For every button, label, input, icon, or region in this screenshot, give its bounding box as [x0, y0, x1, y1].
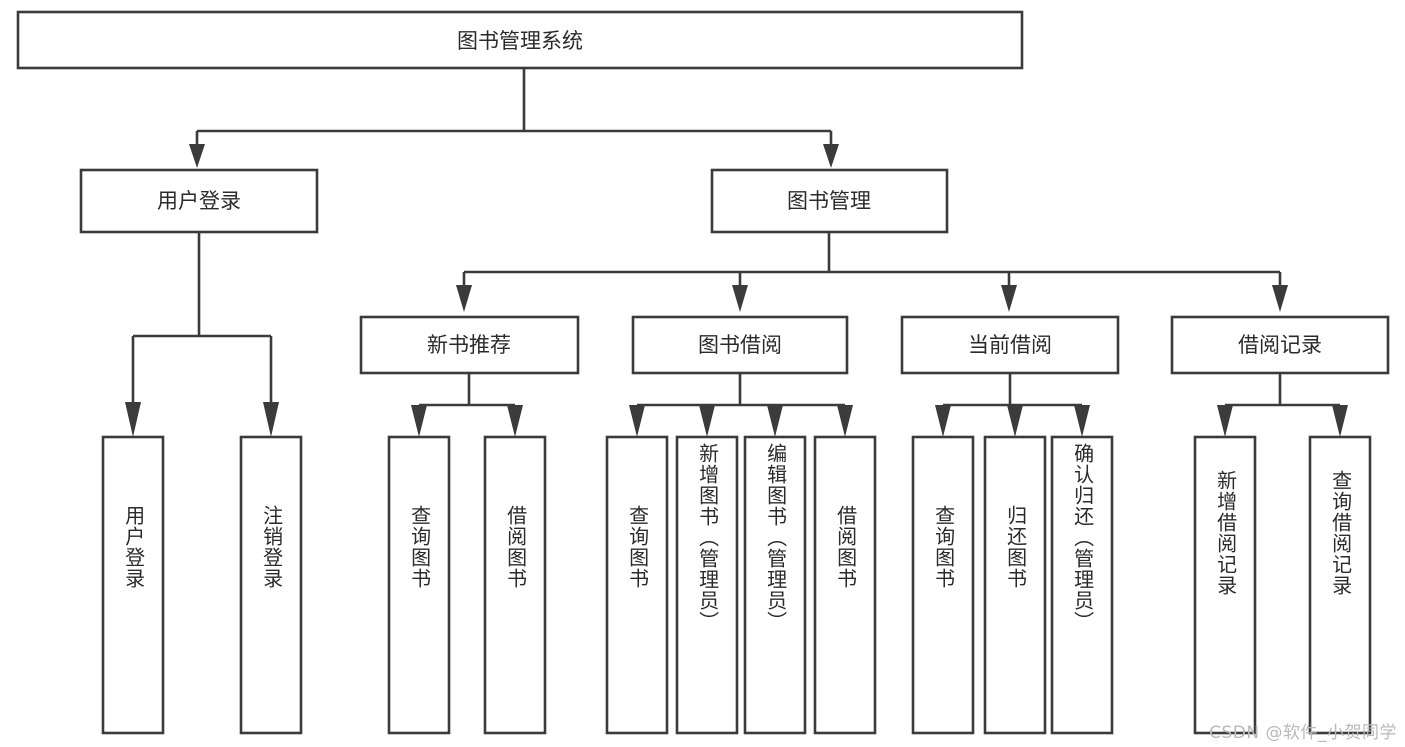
leaf-box-cb-confirm-return[interactable] — [1050, 435, 1114, 735]
leaf-box-cb-query-book[interactable] — [911, 435, 975, 735]
leaf-box-bb-borrow-book[interactable] — [813, 435, 877, 735]
leaf-box-cb-return-book[interactable] — [983, 435, 1047, 735]
user-login-label: 用户登录 — [157, 189, 241, 213]
leaf-box-br-query-record[interactable] — [1308, 435, 1372, 735]
current-borrow-box[interactable] — [900, 315, 1120, 375]
arrow-to-book-mgmt — [823, 144, 839, 168]
new-book-recommend-label: 新书推荐 — [427, 333, 511, 357]
arrow-to-user-login — [189, 144, 205, 168]
node-borrow-record[interactable]: 借阅记录 — [1170, 315, 1390, 375]
root-label: 图书管理系统 — [457, 29, 583, 53]
node-new-book-recommend[interactable]: 新书推荐 — [359, 315, 580, 375]
arrow-to-leaf-bb-4 — [837, 405, 853, 437]
arrow-to-new-book-recommend — [456, 285, 472, 312]
connector-book-borrow-to-leaves — [629, 373, 853, 437]
book-borrow-box[interactable] — [631, 315, 849, 375]
connector-new-book-recommend-to-leaves — [411, 373, 523, 437]
borrow-record-label: 借阅记录 — [1238, 333, 1322, 357]
leaf-box-bb-query-book[interactable] — [605, 435, 669, 735]
arrow-to-leaf-cb-1 — [935, 405, 951, 437]
leaf-box-bb-add-book[interactable] — [675, 435, 739, 735]
watermark-text: CSDN @软件_小贺同学 — [1209, 723, 1397, 743]
arrow-to-leaf-nbr-1 — [411, 405, 427, 437]
arrow-to-leaf-bb-1 — [629, 405, 645, 437]
connector-current-borrow-to-leaves — [935, 373, 1090, 437]
arrow-to-book-borrow — [732, 285, 748, 312]
connector-user-login-to-leaves — [125, 232, 279, 437]
root-box[interactable] — [16, 10, 1024, 70]
arrow-to-leaf-br-1 — [1217, 405, 1233, 437]
node-user-login[interactable]: 用户登录 — [79, 168, 319, 234]
arrow-to-leaf-user-login — [125, 402, 141, 437]
node-current-borrow[interactable]: 当前借阅 — [900, 315, 1120, 375]
new-book-recommend-box[interactable] — [359, 315, 580, 375]
leaf-box-br-add-record[interactable] — [1193, 435, 1257, 735]
arrow-to-leaf-cb-3 — [1074, 405, 1090, 437]
node-book-borrow[interactable]: 图书借阅 — [631, 315, 849, 375]
leaf-box-nbr-borrow-book[interactable] — [483, 435, 547, 735]
connector-borrow-record-to-leaves — [1217, 373, 1348, 437]
arrow-to-leaf-nbr-2 — [507, 405, 523, 437]
arrow-to-leaf-logout — [263, 402, 279, 437]
node-root[interactable]: 图书管理系统 — [16, 10, 1024, 70]
arrow-to-borrow-record — [1272, 285, 1288, 312]
leaf-box-user-login[interactable] — [101, 435, 165, 735]
connector-root-to-level2 — [189, 68, 839, 168]
book-management-box[interactable] — [710, 168, 949, 234]
arrow-to-leaf-bb-2 — [699, 405, 715, 437]
arrow-to-leaf-bb-3 — [767, 405, 783, 437]
current-borrow-label: 当前借阅 — [968, 333, 1052, 357]
leaf-box-nbr-query-book[interactable] — [387, 435, 451, 735]
book-management-label: 图书管理 — [787, 189, 871, 213]
leaf-box-bb-edit-book[interactable] — [743, 435, 807, 735]
borrow-record-box[interactable] — [1170, 315, 1390, 375]
leaf-box-logout[interactable] — [239, 435, 303, 735]
book-borrow-label: 图书借阅 — [698, 333, 782, 357]
arrow-to-leaf-br-2 — [1332, 405, 1348, 437]
connector-book-mgmt-to-level3 — [456, 232, 1288, 312]
node-book-management[interactable]: 图书管理 — [710, 168, 949, 234]
arrow-to-leaf-cb-2 — [1007, 405, 1023, 437]
arrow-to-current-borrow — [1001, 285, 1017, 312]
